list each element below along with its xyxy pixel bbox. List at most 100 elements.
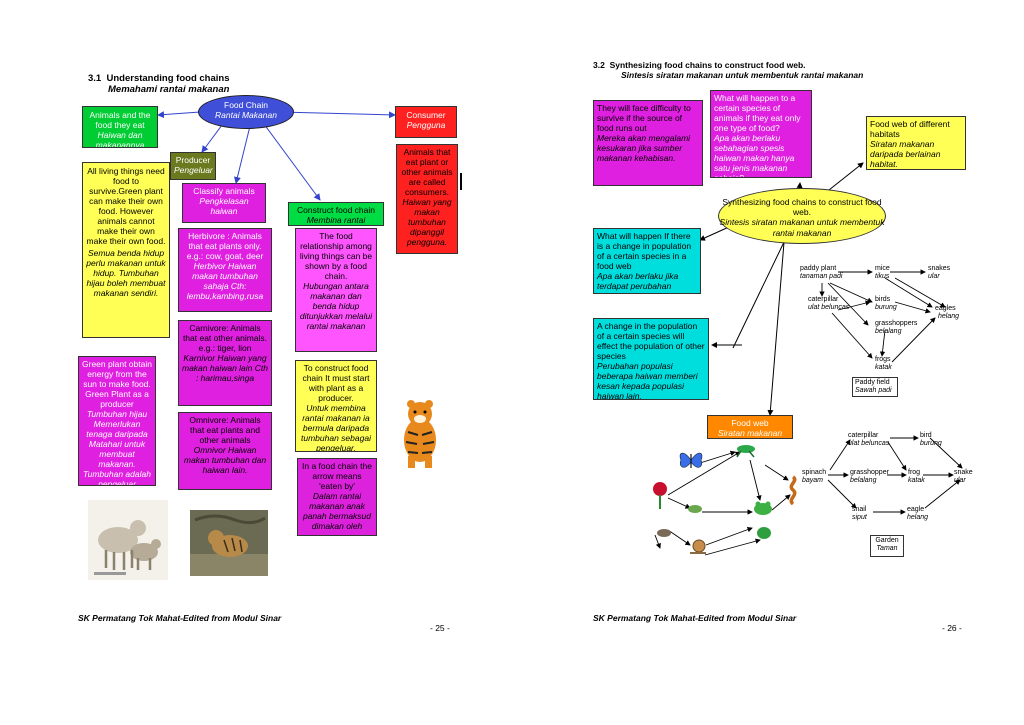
construct-en: Construct food chain (297, 205, 375, 215)
food-web-en: Food web (731, 418, 769, 428)
carnivore-box: Carnivore: Animals that eat other animal… (178, 320, 272, 406)
grasshoppers-ms: belalang (875, 328, 902, 336)
species-question-box: What will happen to a certain species of… (710, 90, 812, 178)
garden-grasshopper-en: grasshopper (850, 469, 889, 476)
difficulty-en: They will face difficulty to survive if … (597, 103, 691, 134)
grasshoppers-en: grasshoppers (875, 320, 918, 327)
mice-en: mice (875, 265, 890, 272)
change-answer-en: A change in the population of a certain … (597, 321, 705, 362)
relationship-ms: Hubungan antara makanan dan benda hidup … (299, 281, 373, 332)
mice-ms: tikus (875, 273, 890, 281)
producer-box: Producer Pengeluar (170, 152, 216, 180)
garden-en: Garden (875, 537, 899, 544)
snakes-en: snakes (928, 265, 951, 272)
omnivore-ms: Omnivor Haiwan makan tumbuhan dan haiwan… (183, 445, 267, 476)
snakes-ms: ular (928, 273, 940, 281)
synth-ms: Sintesis siratan makanan untuk membentuk… (719, 217, 885, 238)
frogs-en: frogs (875, 356, 891, 363)
change-answer-ms: Perubahan populasi beberapa haiwan membe… (597, 361, 698, 400)
frog-small-icon (757, 527, 771, 539)
difficulty-ms: Mereka akan mengalami kesukaran jika sum… (597, 133, 691, 164)
heading-title-malay: Sintesis siratan makanan untuk membentuk… (621, 70, 864, 81)
consumers-en: Animals that eat plant or other animals … (401, 147, 453, 198)
relationship-box: The food relationship among living thing… (295, 228, 377, 352)
green-plant-box: Green plant obtain energy from the sun t… (78, 356, 156, 486)
garden-frog-en: frog (908, 469, 921, 476)
synthesizing-oval: Synthesizing food chains to construct fo… (718, 188, 886, 244)
garden-bird-en: bird (920, 432, 932, 439)
classify-ms: Pengkelasan haiwan (199, 196, 249, 217)
plant-start-ms: Untuk membina rantai makanan ia bermula … (301, 403, 371, 452)
grasshopper-small-icon (688, 505, 702, 513)
arrow-meaning-en: In a food chain the arrow means 'eaten b… (302, 461, 372, 492)
paddy-field-ms: Sawah padi (855, 387, 892, 395)
right-footer: SK Permatang Tok Mahat-Edited from Modul… (593, 613, 797, 623)
construct-box: Construct food chain Membina rantai maka… (288, 202, 384, 226)
change-question-ms: Apa akan berlaku jika terdapat perubahan… (597, 271, 679, 293)
caterpillar-ms: ulat beluncas (808, 304, 850, 312)
animals-food-ms: Haiwan dan makanannya (95, 130, 145, 148)
grasshopper-icon (736, 445, 755, 458)
garden-spinach-ms: bayam (802, 477, 824, 485)
animals-food-box: Animals and the food they eat Haiwan dan… (82, 106, 158, 148)
herbivore-en: Herbivore : Animals that eat plants only… (186, 231, 264, 262)
producer-ms: Pengeluar (174, 165, 213, 176)
plant-start-box: To construct food chain It must start wi… (295, 360, 377, 452)
herbivore-box: Herbivore : Animals that eat plants only… (178, 228, 272, 312)
heading-3-2: 3.2 Synthesizing food chains to construc… (593, 60, 863, 80)
change-answer-box: A change in the population of a certain … (593, 318, 709, 400)
birds-en: birds (875, 296, 891, 303)
heading-3-1: 3.1 Understanding food chains Memahami r… (88, 73, 229, 96)
synth-en: Synthesizing food chains to construct fo… (722, 197, 882, 218)
frog-icon (754, 501, 772, 515)
consumer-ms: Pengguna (406, 120, 446, 131)
garden-ms: Taman (876, 545, 898, 553)
herbivore-ms: Herbivor Haiwan makan tumbuhan sahaja Ct… (186, 261, 264, 302)
eagles-ms: helang (938, 313, 960, 321)
consumers-box: Animals that eat plant or other animals … (396, 144, 458, 254)
omnivore-box: Omnivore: Animals that eat plants and ot… (178, 412, 272, 490)
garden-snail-en: snail (852, 506, 867, 513)
habitats-ms: Siratan makanan daripada berlainan habit… (870, 139, 941, 170)
left-footer: SK Permatang Tok Mahat-Edited from Modul… (78, 613, 282, 623)
consumer-box: Consumer Pengguna (395, 106, 457, 138)
snail-icon (690, 539, 706, 554)
green-plant-ms: Tumbuhan hijau Memerlukan tenaga daripad… (83, 409, 151, 486)
right-page-number: - 26 - (942, 623, 962, 633)
animals-food-en: Animals and the food they eat (89, 110, 151, 131)
food-web-box: Food web Siratan makanan (707, 415, 793, 439)
relationship-en: The food relationship among living thing… (299, 231, 373, 282)
construct-ms: Membina rantai makanan (306, 215, 366, 226)
garden-snake-ms: ular (954, 477, 966, 485)
birds-ms: burung (875, 304, 897, 312)
eagles-en: eagles (935, 305, 956, 312)
garden-eagle-ms: helang (907, 514, 929, 522)
tiger-cub-image (190, 510, 268, 576)
left-page-number: - 25 - (430, 623, 450, 633)
garden-bird-ms: burung (920, 440, 942, 448)
living-things-box: All living things need food to survive.G… (82, 162, 170, 338)
omnivore-en: Omnivore: Animals that eat plants and ot… (189, 415, 261, 446)
heading-title: Understanding food chains (106, 73, 230, 84)
garden-caterpillar-ms: ulat beluncas (848, 440, 890, 448)
green-plant-en: Green plant obtain energy from the sun t… (82, 359, 152, 410)
goats-image (88, 500, 168, 580)
garden-spinach-en: spinach (802, 469, 827, 476)
food-chain-oval: Food Chain Rantai Makanan (198, 95, 294, 129)
plant-start-en: To construct food chain It must start wi… (302, 363, 370, 404)
living-things-en: All living things need food to survive.G… (86, 166, 166, 247)
garden-frog-ms: katak (908, 477, 925, 485)
